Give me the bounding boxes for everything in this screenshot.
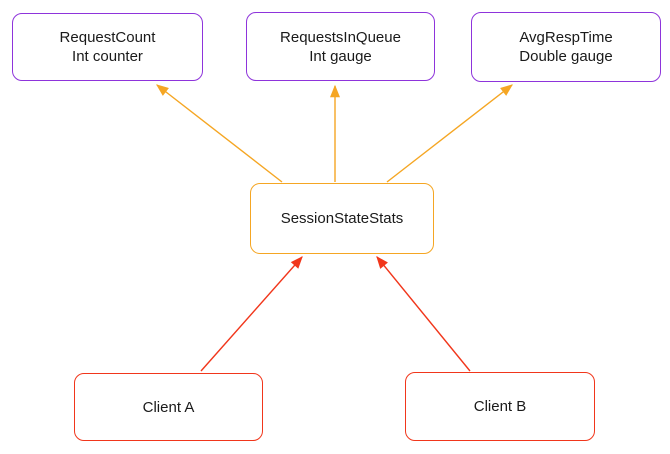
node-request-count-label: Int counter — [72, 48, 143, 65]
edge-arrow-client-b-to-hub — [376, 256, 471, 372]
node-session-state-stats-label: SessionStateStats — [280, 210, 404, 227]
node-client-b: Client B — [405, 372, 595, 441]
node-avg-resp-time-label: AvgRespTime — [519, 29, 613, 46]
edge-arrow-hub-to-request-count — [156, 84, 283, 183]
node-client-b-label: Client B — [473, 398, 527, 415]
node-requests-in-queue-label: RequestsInQueue — [280, 28, 401, 46]
edge-arrow-client-a-to-hub — [200, 256, 303, 372]
node-requests-in-queue-label: Int gauge — [309, 47, 372, 65]
node-avg-resp-time-label: Double gauge — [519, 48, 613, 65]
edge-arrow-hub-to-avg-resp-time — [386, 84, 513, 183]
node-client-a: Client A — [74, 373, 263, 441]
node-request-count-label: RequestCount — [59, 29, 156, 46]
node-client-a-label: Client A — [142, 398, 195, 416]
node-session-state-stats: SessionStateStats — [250, 183, 434, 254]
